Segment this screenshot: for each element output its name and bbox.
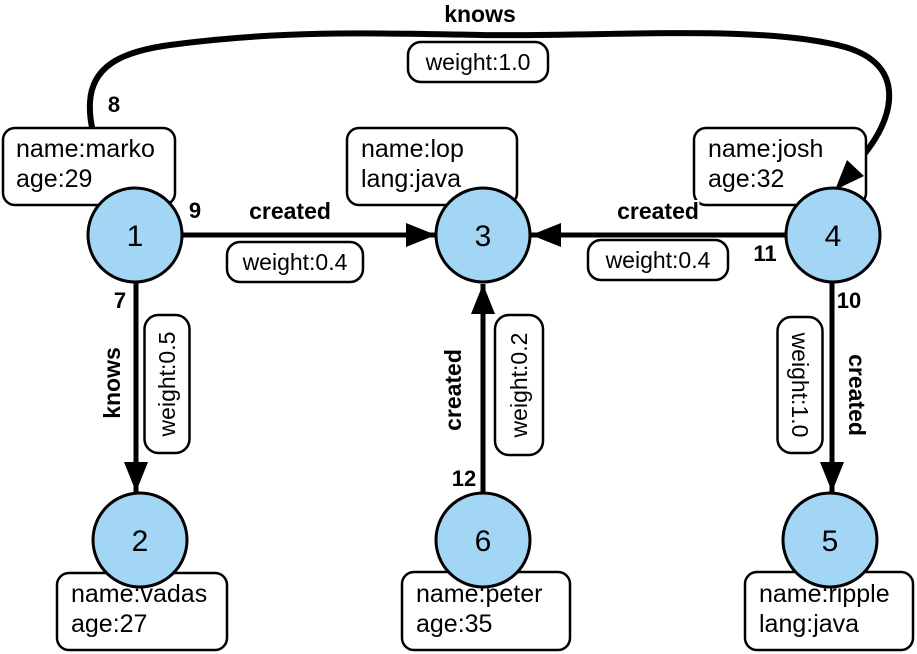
edge-8-knows-curve bbox=[86, 30, 893, 205]
vertex-1-circle bbox=[86, 186, 184, 284]
vertex-4-circle bbox=[784, 186, 882, 284]
vertex-3-id: 3 bbox=[475, 220, 492, 253]
edge-11-id: 11 bbox=[753, 241, 776, 266]
vertex-6-id: 6 bbox=[475, 525, 492, 558]
vertex-3-properties-rect bbox=[345, 126, 519, 207]
edge-7-weight-rect bbox=[143, 313, 191, 455]
vertex-4-id: 4 bbox=[825, 220, 842, 253]
vertex-4-properties-box: name:josh age:32 bbox=[692, 126, 868, 207]
edge-7-id: 7 bbox=[114, 288, 126, 313]
edge-7-label: knows bbox=[99, 347, 125, 419]
vertex-2-id: 2 bbox=[132, 525, 149, 558]
vertex-2-circle bbox=[91, 491, 189, 589]
vertex-3-property-lang: lang:java bbox=[361, 165, 461, 193]
vertex-1-id: 1 bbox=[127, 220, 144, 253]
edge-12-weight-rect bbox=[493, 313, 545, 457]
vertex-3-property-name: name:lop bbox=[361, 135, 464, 163]
vertex-3-properties-box: name:lop lang:java bbox=[345, 126, 519, 207]
edge-11-label: created bbox=[617, 198, 699, 224]
edge-12-weight-box: weight:0.2 bbox=[493, 313, 545, 457]
edge-11-weight-box: weight:0.4 bbox=[586, 238, 730, 282]
edge-10-label: created bbox=[844, 354, 870, 436]
edge-8-weight-rect bbox=[406, 40, 550, 84]
edge-9-weight-box: weight:0.4 bbox=[225, 240, 365, 284]
edge-10-weight-label: weight:1.0 bbox=[787, 332, 813, 438]
edge-8-weight-label: weight:1.0 bbox=[425, 49, 531, 75]
vertex-6-circle bbox=[434, 491, 532, 589]
edge-10-weight-box: weight:1.0 bbox=[776, 315, 824, 455]
edge-8-label: knows bbox=[444, 1, 516, 27]
vertex-4-property-age: age:32 bbox=[708, 165, 784, 193]
edge-11-weight-label: weight:0.4 bbox=[605, 247, 711, 273]
vertex-4-properties-rect bbox=[692, 126, 868, 207]
vertex-5-circle bbox=[781, 491, 879, 589]
vertex-5-id: 5 bbox=[822, 525, 839, 558]
vertex-2-property-age: age:27 bbox=[71, 610, 147, 638]
edge-11-weight-rect bbox=[586, 238, 730, 282]
vertex-1-properties-box: name:marko age:29 bbox=[1, 126, 177, 207]
edge-12-label: created bbox=[440, 349, 466, 431]
edge-8-arrowhead bbox=[835, 160, 864, 190]
edge-9-id: 9 bbox=[189, 198, 201, 223]
vertex-1-properties-rect bbox=[1, 126, 177, 207]
vertex-6-property-age: age:35 bbox=[416, 610, 492, 638]
edge-12-id: 12 bbox=[452, 466, 476, 491]
edge-7-weight-label: weight:0.5 bbox=[154, 332, 180, 438]
edge-9-weight-label: weight:0.4 bbox=[242, 249, 348, 275]
vertex-4-property-name: name:josh bbox=[708, 135, 823, 163]
edge-9-label: created bbox=[249, 198, 331, 224]
edge-9-weight-rect bbox=[225, 240, 365, 284]
vertex-5-properties-box: name:ripple lang:java bbox=[743, 570, 915, 652]
vertex-1-property-age: age:29 bbox=[16, 165, 92, 193]
edge-8-weight-box: weight:1.0 bbox=[406, 40, 550, 84]
vertex-3-circle bbox=[434, 186, 532, 284]
vertex-5-property-lang: lang:java bbox=[759, 610, 859, 638]
edge-10-id: 10 bbox=[837, 288, 861, 313]
vertex-1-property-name: name:marko bbox=[16, 135, 155, 163]
edge-8-id: 8 bbox=[108, 92, 120, 117]
edge-10-weight-rect bbox=[776, 315, 824, 455]
edge-7-weight-box: weight:0.5 bbox=[143, 313, 191, 455]
edge-12-weight-label: weight:0.2 bbox=[506, 333, 532, 439]
